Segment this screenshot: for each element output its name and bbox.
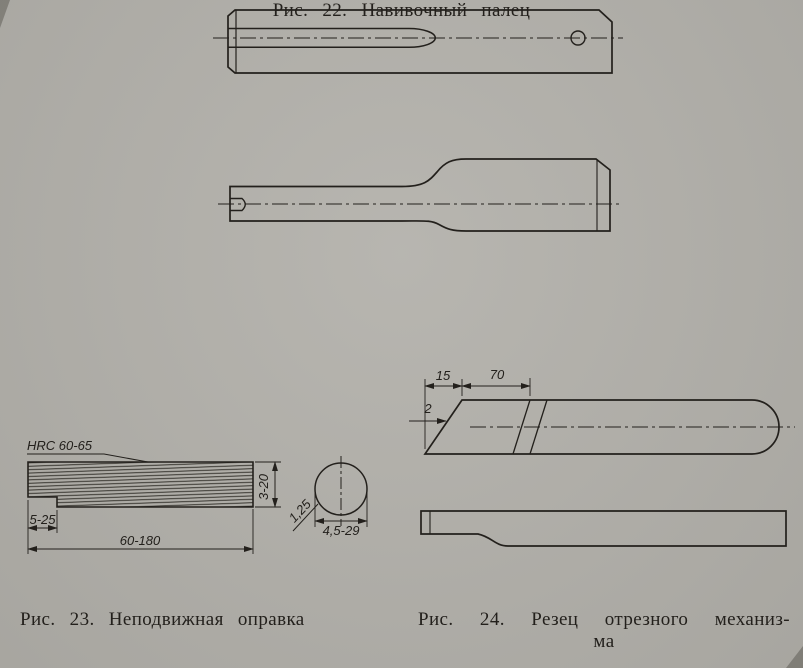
fig23-length-dim-label: 60-180 xyxy=(120,533,161,548)
fig24-caption-line1: Рис. 24. Резец отрезного механиз- xyxy=(418,609,790,630)
fig24-holder-outline xyxy=(420,510,787,547)
fig23-dim-step: 5-25 xyxy=(27,500,58,554)
fig23-dim-diameter: 4,5-29 xyxy=(314,492,368,538)
fig24-dim-70: 70 xyxy=(461,367,531,396)
fig24-dim2-label: 2 xyxy=(423,401,432,416)
fig22-top-view xyxy=(213,9,623,74)
fig22-hole xyxy=(570,30,586,46)
fig23-roughness-line xyxy=(292,503,319,532)
fig23-dia-dim-label: 4,5-29 xyxy=(323,523,360,538)
fig22-side-outline xyxy=(229,158,611,232)
fig23-hardness-label: HRC 60-65 xyxy=(27,438,93,453)
fig23-hardness-leader-line xyxy=(27,453,149,463)
scan-corner-mark-bottom-right xyxy=(786,646,803,668)
fig22-drawing xyxy=(213,9,623,232)
fig24-dim15-label: 15 xyxy=(436,368,451,383)
fig24-top-view xyxy=(423,399,795,455)
fig23-hardness-callout: HRC 60-65 xyxy=(27,438,149,463)
fig24-dim70-label: 70 xyxy=(490,367,505,382)
fig22-side-view xyxy=(218,158,622,232)
fig23-dim-height: 3-20 xyxy=(255,461,281,508)
fig24-side-view xyxy=(420,510,787,547)
fig24-zone-line-1 xyxy=(512,399,531,455)
fig23-step-dim-label: 5-25 xyxy=(29,512,56,527)
fig23-roughness-label: 1,25 xyxy=(286,496,315,525)
scan-corner-mark-top-left xyxy=(0,0,10,28)
fig23-roughness-mark: 1,25 xyxy=(286,496,319,532)
fig24-dim-15: 15 xyxy=(424,368,463,449)
fig23-dim-length: 60-180 xyxy=(27,509,254,554)
fig24-caption-line2: ма xyxy=(593,631,615,652)
fig23-mandrel-body xyxy=(27,461,254,508)
fig24-dim-2: 2 xyxy=(409,401,447,424)
fig23-height-dim-label: 3-20 xyxy=(256,473,271,500)
fig24-blade-outline xyxy=(423,399,780,455)
fig22-top-outline xyxy=(227,9,613,74)
fig22-caption: Рис. 22. Навивочный палец xyxy=(272,0,531,21)
fig23-section-circle xyxy=(314,456,368,526)
fig24-drawing: 15 70 2 xyxy=(409,367,795,547)
fig24-caption: Рис. 24. Резец отрезного механиз- ма xyxy=(418,609,790,653)
fig23-caption: Рис. 23. Неподвижная оправка xyxy=(20,609,305,630)
fig23-drawing: HRC 60-65 5-25 60-180 3-20 xyxy=(27,438,368,554)
